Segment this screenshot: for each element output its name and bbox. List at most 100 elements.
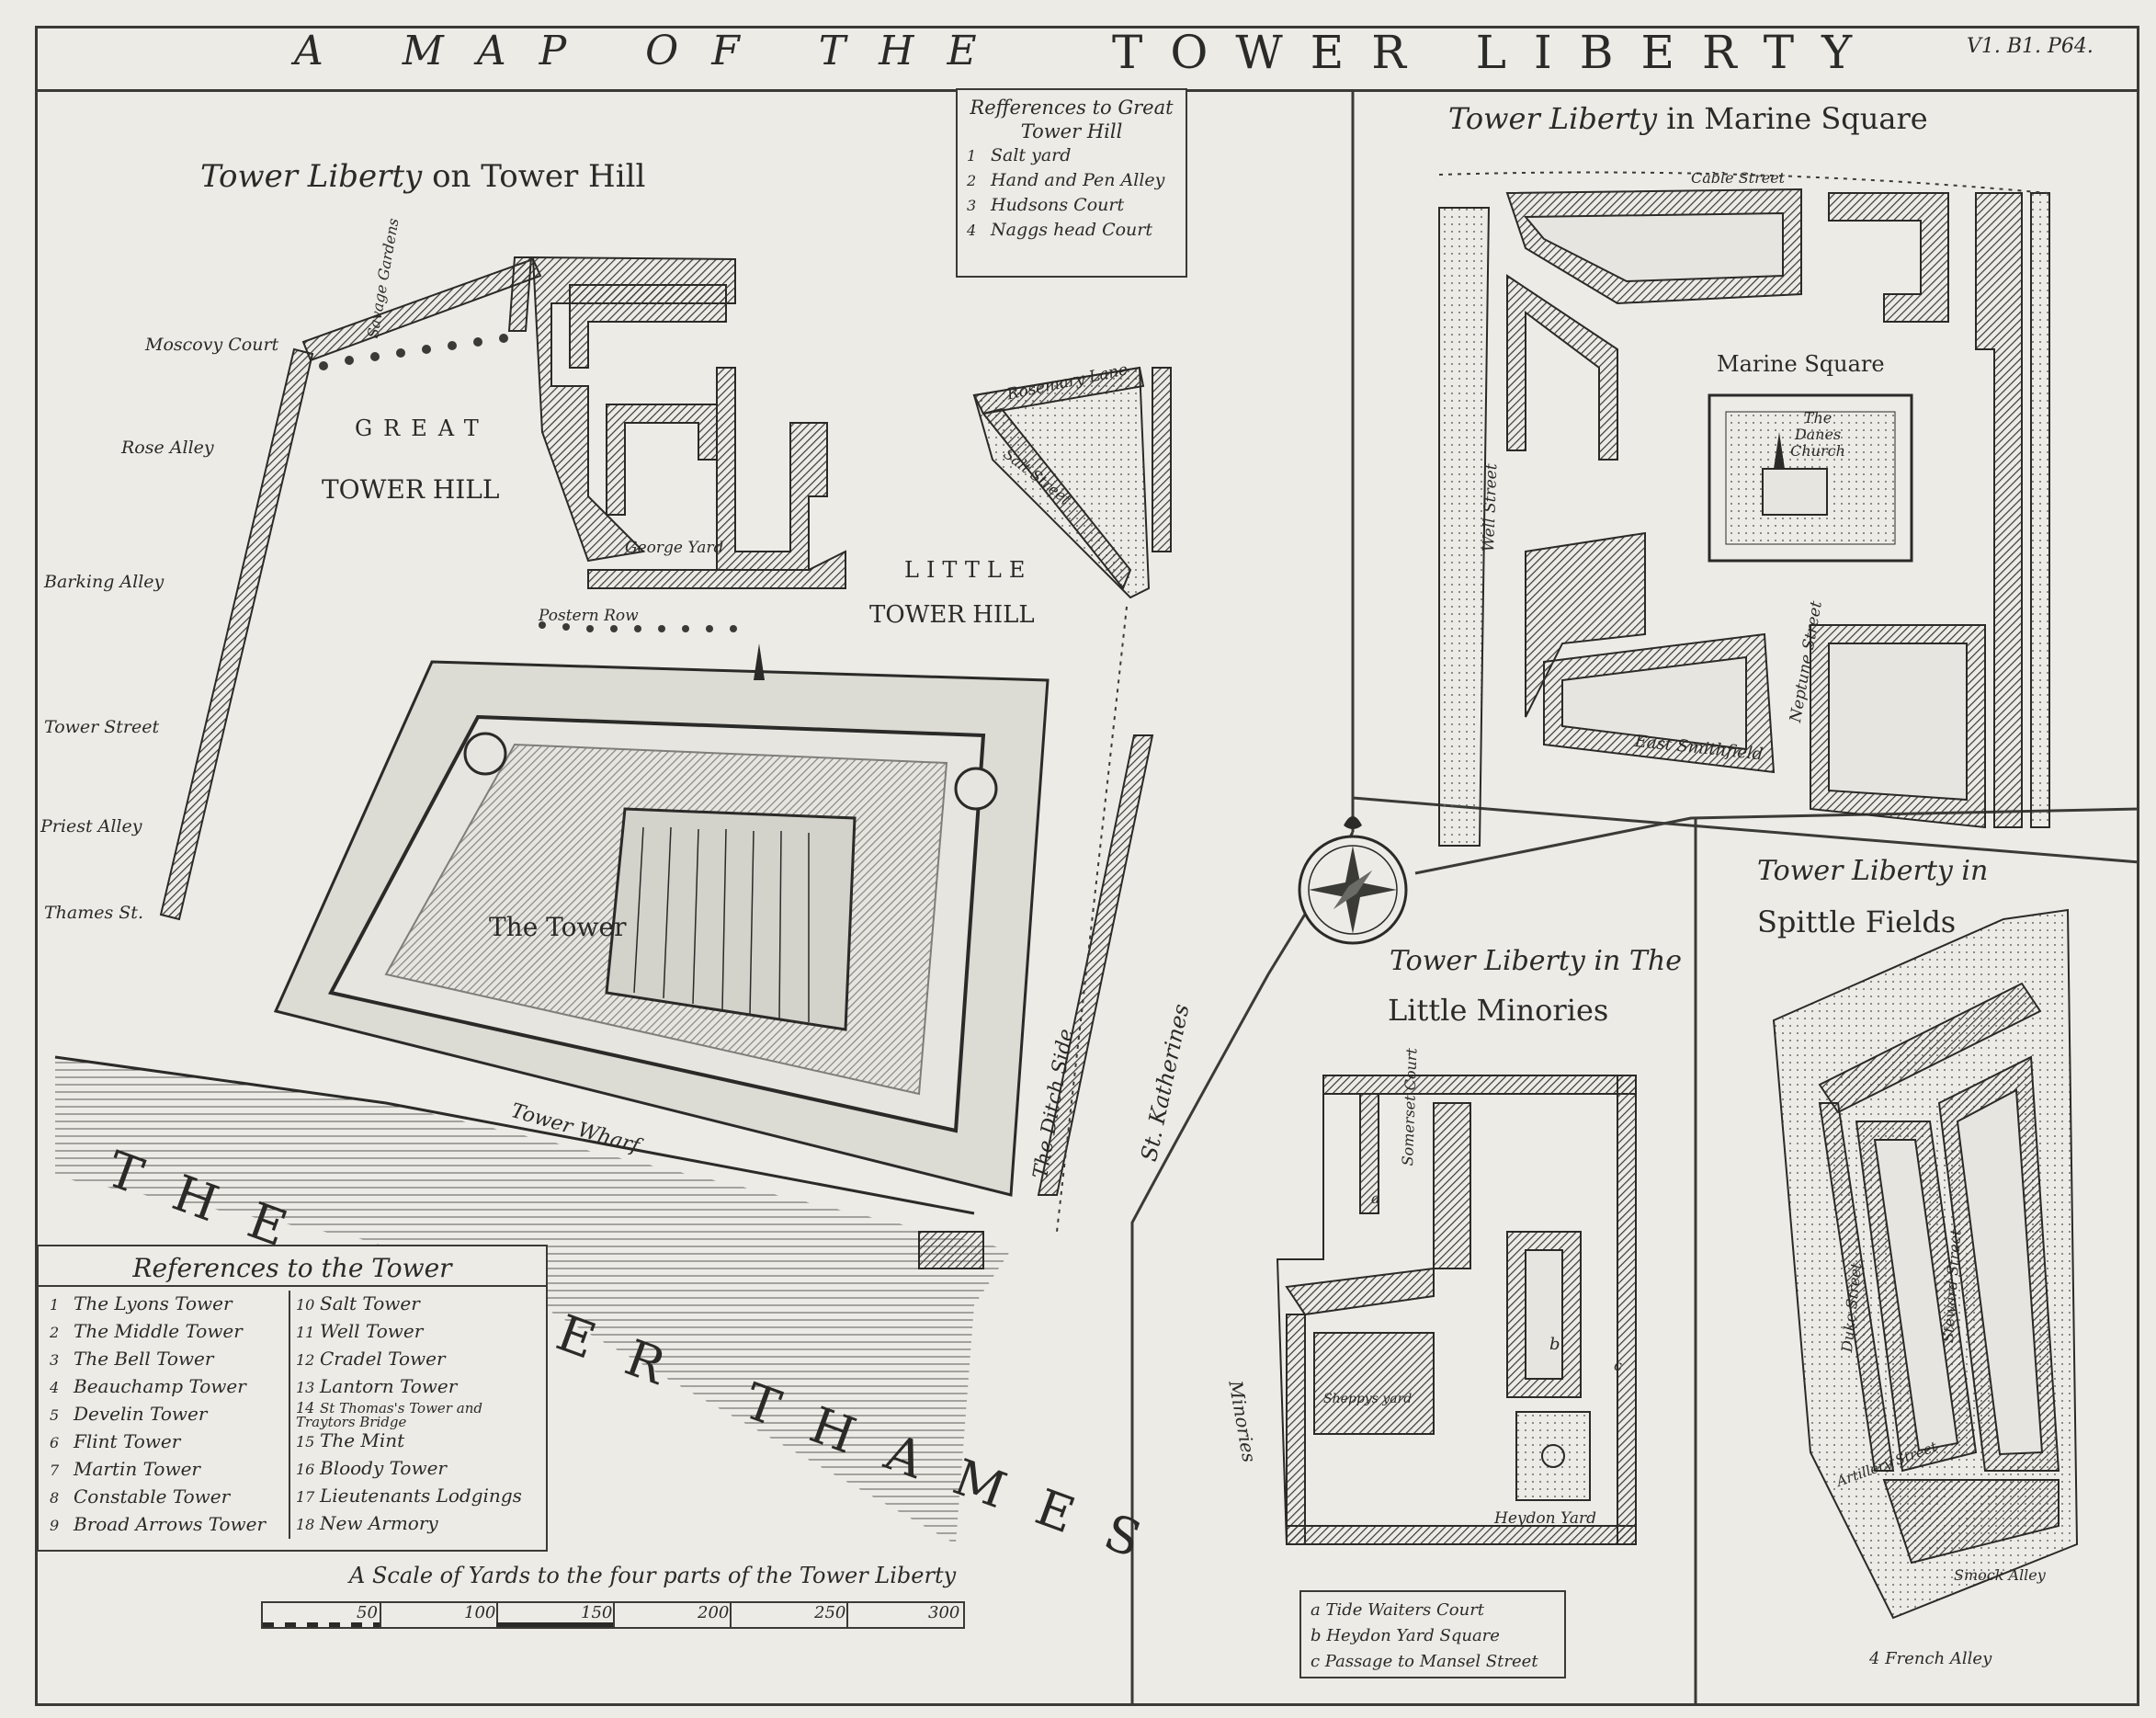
- tower-fortress: [273, 643, 1050, 1197]
- ditch-side-street: [918, 734, 1154, 1269]
- ref-number: 13: [296, 1379, 315, 1396]
- scale-label: 250: [814, 1603, 846, 1622]
- ref-number: 9: [50, 1517, 60, 1534]
- legend-item-a: a Tide Waiters Court: [1311, 1600, 1485, 1620]
- ref-label: Broad Arrows Tower: [74, 1513, 267, 1535]
- ref-number: 5: [50, 1406, 60, 1424]
- ref-label: Salt yard: [991, 145, 1072, 165]
- street-thames: Thames St.: [44, 903, 143, 923]
- liberty-boundary: [1056, 606, 1128, 1233]
- ref-label: Martin Tower: [74, 1458, 200, 1480]
- legend-item-c: c Passage to Mansel Street: [1311, 1652, 1538, 1671]
- street-well-street: Well Street: [1480, 463, 1502, 552]
- street-barking-alley: Barking Alley: [44, 572, 165, 592]
- ref-item: 13 Lantorn Tower: [296, 1373, 535, 1401]
- ref-item: 12 Cradel Tower: [296, 1346, 535, 1373]
- street-cable-street: Cable Street: [1691, 169, 1786, 187]
- street-smock-alley: Smock Alley: [1954, 1566, 2046, 1584]
- scale-title: A Scale of Yards to the four parts of th…: [349, 1563, 957, 1588]
- ref-number: 7: [50, 1462, 60, 1479]
- ref-label: The Lyons Tower: [74, 1292, 233, 1314]
- scale-label: 50: [357, 1603, 378, 1622]
- volume-reference: V1. B1. P64.: [1967, 35, 2094, 58]
- tower-hill-heading-italic: Tower Liberty: [200, 158, 423, 195]
- label-great: GREAT: [355, 415, 490, 441]
- ref-number: 8: [50, 1489, 60, 1507]
- heydon-yard-fountain: [1541, 1444, 1565, 1468]
- ref-label: Hand and Pen Alley: [991, 170, 1165, 190]
- little-minories-heading-rest: Little Minories: [1388, 993, 1609, 1028]
- ref-label: The Bell Tower: [74, 1348, 214, 1370]
- ref-number: 17: [296, 1488, 315, 1506]
- ref-number: 3: [50, 1351, 60, 1369]
- ref-number: 10: [296, 1296, 315, 1314]
- ref-label: Hudsons Court: [991, 195, 1125, 215]
- street-french-alley: 4 French Alley: [1869, 1649, 1992, 1668]
- ref-label: New Armory: [320, 1512, 438, 1534]
- ref-label: Develin Tower: [74, 1403, 208, 1425]
- little-minories-blocks: [1276, 1075, 1637, 1545]
- ref-item: 1 Salt yard: [967, 143, 1176, 168]
- label-sheppys-yard: Sheppys yard: [1323, 1392, 1413, 1406]
- scale-tick: [730, 1603, 732, 1627]
- legend-item-b: b Heydon Yard Square: [1311, 1626, 1500, 1645]
- ref-item: 10 Salt Tower: [296, 1291, 535, 1318]
- ref-item: 7 Martin Tower: [50, 1456, 289, 1484]
- label-the-tower: The Tower: [489, 912, 627, 942]
- tower-hill-heading: Tower Liberty on Tower Hill: [200, 158, 645, 195]
- spittle-fields-heading-italic: Tower Liberty in: [1757, 855, 1989, 887]
- great-tower-hill-refs-heading: Refferences to Great Tower Hill: [970, 97, 1174, 142]
- label-heydon-yard: Heydon Yard: [1494, 1509, 1597, 1528]
- little-minories-heading-italic: Tower Liberty in The: [1390, 945, 1682, 977]
- ref-item: 18 New Armory: [296, 1510, 535, 1538]
- scale-tick: [846, 1603, 848, 1627]
- ref-number: 18: [296, 1516, 315, 1533]
- danes-church-yard: [1708, 393, 1913, 563]
- scale-segment-fill: [496, 1622, 613, 1627]
- ref-number: 4: [50, 1379, 60, 1396]
- map-title-part1: A MAP OF THE: [294, 28, 1010, 74]
- ref-label: Cradel Tower: [320, 1348, 446, 1370]
- ref-label: Salt Tower: [320, 1292, 420, 1314]
- marine-square-heading: Tower Liberty in Marine Square: [1448, 101, 1928, 136]
- ref-number: 15: [296, 1433, 315, 1451]
- heydon-yard-square: [1515, 1411, 1591, 1501]
- ref-label: Beauchamp Tower: [74, 1375, 246, 1397]
- letter-c: c: [1614, 1357, 1622, 1374]
- label-great-tower-hill: TOWER HILL: [322, 474, 500, 505]
- great-tower-hill-references: Refferences to Great Tower Hill 1 Salt ya…: [956, 88, 1187, 278]
- ref-label: Lantorn Tower: [320, 1375, 458, 1397]
- ref-number: 3: [967, 197, 977, 214]
- scale-tick: [496, 1603, 498, 1627]
- ref-item: 5 Develin Tower: [50, 1401, 289, 1428]
- ref-number: 1: [967, 147, 977, 165]
- ref-number: 2: [50, 1324, 60, 1341]
- street-moscovy-court: Moscovy Court: [145, 335, 279, 355]
- tree-row: [319, 334, 737, 632]
- ref-item: 3 The Bell Tower: [50, 1346, 289, 1373]
- label-little: LITTLE: [904, 557, 1033, 583]
- letter-a: a: [1371, 1189, 1380, 1207]
- tower-hill-heading-rest: on Tower Hill: [432, 158, 646, 195]
- ref-label: Constable Tower: [74, 1485, 231, 1508]
- spittle-fields-blocks: [1772, 908, 2079, 1620]
- scale-tick: [380, 1603, 381, 1627]
- ref-item: 3 Hudsons Court: [967, 193, 1176, 218]
- ref-number: 12: [296, 1351, 315, 1369]
- scale-label: 200: [698, 1603, 730, 1622]
- compass-rose: [1298, 816, 1408, 945]
- street-rose-alley: Rose Alley: [121, 438, 214, 458]
- tower-refs-heading: References to the Tower: [39, 1252, 546, 1287]
- ref-label: St Thomas's Tower and Traytors Bridge: [296, 1400, 482, 1430]
- marine-square-blocks: [1438, 188, 2050, 847]
- ref-number: 6: [50, 1434, 60, 1451]
